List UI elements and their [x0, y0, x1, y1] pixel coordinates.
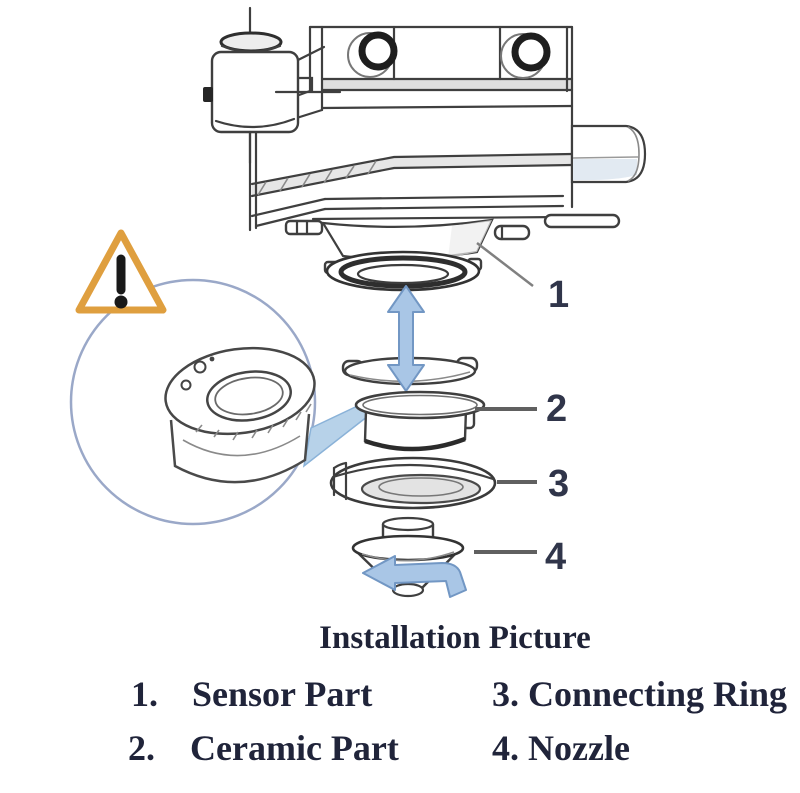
- pin-hole: [193, 360, 207, 374]
- connector-nub: [203, 87, 213, 102]
- legend-label-ceramic-part: Ceramic Part: [190, 728, 399, 768]
- bolt-icon: [347, 31, 398, 78]
- installation-diagram: 1: [69, 6, 647, 598]
- magnified-ceramic-part: [164, 346, 316, 484]
- pin-shade: [573, 159, 637, 181]
- legend-label-connecting-ring: Connecting Ring: [528, 674, 788, 714]
- side-pin: [570, 124, 647, 184]
- connector-box: [203, 6, 342, 165]
- flange-wing: [543, 213, 621, 229]
- warning-triangle-icon: [75, 229, 167, 314]
- chamfer-band: [252, 157, 394, 196]
- legend-num-3: 3.: [492, 674, 519, 714]
- legend-num-1: 1.: [131, 674, 158, 714]
- pin-hole: [180, 379, 192, 391]
- cone-nub: [493, 224, 531, 241]
- mid-band: [394, 154, 572, 168]
- ceramic-part-drawing: [354, 390, 486, 452]
- callout-label-1: 1: [548, 274, 569, 316]
- callout-label-4: 4: [545, 536, 566, 578]
- legend-label-sensor-part: Sensor Part: [192, 674, 373, 714]
- callout-line-1: [476, 242, 534, 287]
- bolt-icon: [500, 32, 551, 79]
- legend-num-2: 2.: [128, 728, 155, 768]
- pin-dot: [209, 356, 215, 362]
- body-band-shade: [322, 79, 572, 90]
- laser-head-body: [248, 25, 621, 236]
- callout-label-3: 3: [548, 463, 569, 505]
- diagram-caption: Installation Picture: [319, 620, 591, 656]
- legend-num-4: 4.: [492, 728, 519, 768]
- sensor-head-drawing: [203, 6, 647, 292]
- sensor-ring: [323, 250, 483, 292]
- connecting-ring-drawing: [329, 456, 497, 510]
- callout-label-2: 2: [546, 388, 567, 430]
- legend-label-nozzle: Nozzle: [528, 728, 630, 768]
- twist-left-arrow-icon: [362, 555, 467, 598]
- mount-block: [284, 219, 324, 236]
